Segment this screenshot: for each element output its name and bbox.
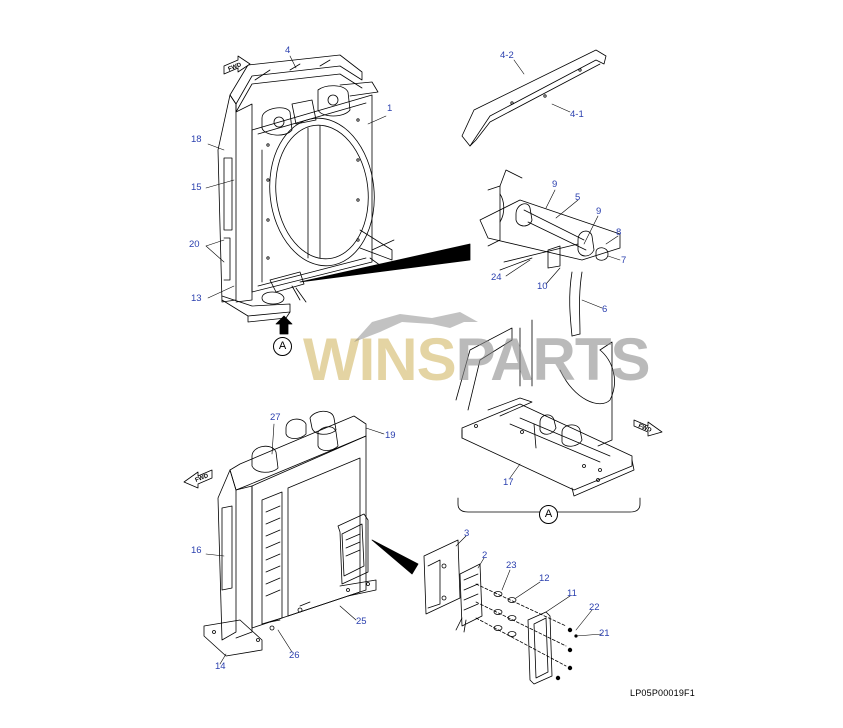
view-a-arrow <box>275 315 293 335</box>
view-a-label-top: A <box>273 337 292 356</box>
watermark-excavator-arm <box>354 312 478 342</box>
detail-callout-wedge-top <box>299 243 471 283</box>
callout-17: 17 <box>503 477 514 488</box>
callout-6: 6 <box>602 304 608 315</box>
callout-26: 26 <box>289 650 300 661</box>
callout-1: 1 <box>387 103 393 114</box>
callout-21: 21 <box>599 628 610 639</box>
view-a-detail <box>455 319 641 513</box>
callout-12: 12 <box>539 573 550 584</box>
callout-10: 10 <box>537 281 548 292</box>
seal-strip-item-4 <box>461 49 607 147</box>
callout-20: 20 <box>189 239 200 250</box>
callout-5: 5 <box>575 192 581 203</box>
hose-detail <box>479 169 621 337</box>
detail-callout-wedge-bottom <box>371 539 419 575</box>
radiator-assembly-front <box>217 54 395 323</box>
callout-2: 2 <box>482 550 488 561</box>
callout-18: 18 <box>191 134 202 145</box>
callout-9-upper: 9 <box>552 179 558 190</box>
watermark: WINSPARTS <box>303 330 651 390</box>
callout-22: 22 <box>589 602 600 613</box>
callout-4: 4 <box>285 45 291 56</box>
leader-lines <box>205 55 621 665</box>
callout-15: 15 <box>191 182 202 193</box>
callout-25: 25 <box>356 616 367 627</box>
callout-24: 24 <box>491 272 502 283</box>
watermark-part-b: PARTS <box>455 326 651 393</box>
drawing-code: LP05P00019F1 <box>630 688 695 698</box>
fwd-arrow-bottom-left <box>183 469 213 489</box>
callout-11: 11 <box>567 588 577 599</box>
callout-19: 19 <box>385 430 396 441</box>
exploded-bracket <box>423 539 578 685</box>
callout-7: 7 <box>621 255 627 266</box>
fwd-arrow-top <box>223 55 251 75</box>
fwd-text-bottom-left: FWD <box>195 473 211 484</box>
callout-4-2: 4-2 <box>500 50 514 61</box>
callout-13: 13 <box>191 293 202 304</box>
fwd-arrow-right <box>633 419 663 437</box>
callout-3: 3 <box>464 528 470 539</box>
watermark-part-a: WINS <box>303 326 457 393</box>
view-a-label-detail: A <box>539 505 558 524</box>
callout-23: 23 <box>506 560 517 571</box>
radiator-assembly-rear <box>203 410 377 657</box>
fwd-text-right: FWD <box>637 423 653 434</box>
callout-16: 16 <box>191 545 202 556</box>
fwd-text-top: FWD <box>228 62 244 73</box>
callout-27: 27 <box>270 412 281 423</box>
callout-14: 14 <box>215 661 226 672</box>
callout-8: 8 <box>616 227 622 238</box>
callout-4-1: 4-1 <box>570 109 584 120</box>
callout-9-lower: 9 <box>596 206 602 217</box>
